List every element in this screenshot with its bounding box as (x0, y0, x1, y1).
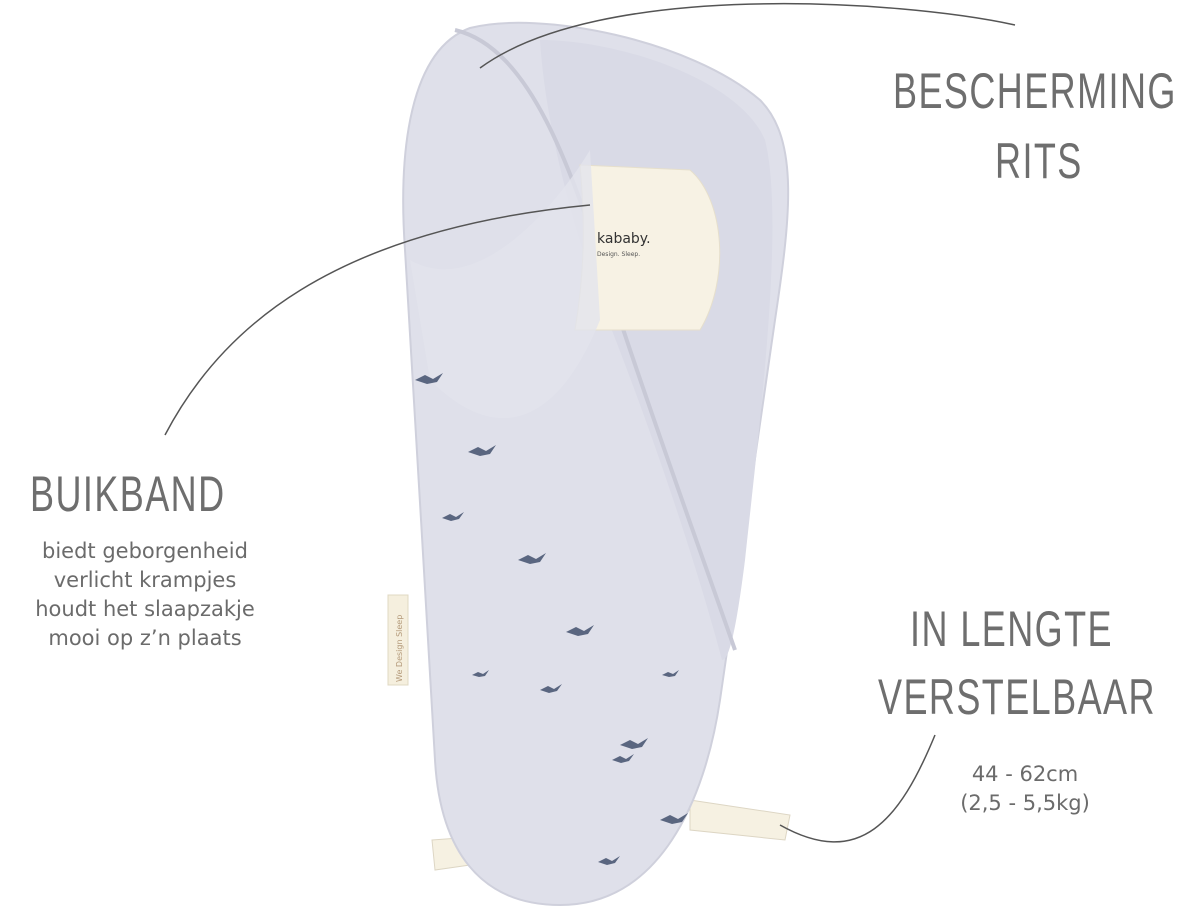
tag-text: We Design Sleep (395, 615, 404, 682)
buikband-line: verlicht krampjes (53, 568, 237, 592)
callout-line-rits (479, 2, 1016, 69)
weight-range: (2,5 - 5,5kg) (960, 791, 1090, 815)
buikband-line: houdt het slaapzakje (35, 597, 255, 621)
length-range: 44 - 62cm (971, 762, 1079, 786)
callout-line-buikband (164, 204, 591, 436)
verstelbaar-heading: VERSTELBAAR (878, 669, 1156, 725)
bird-prints (415, 373, 688, 865)
logo-text: kababy. (597, 231, 651, 247)
bescherming-heading: BESCHERMING (893, 63, 1177, 119)
in-lengte-heading: IN LENGTE (910, 601, 1114, 657)
wrap-flap (410, 150, 600, 419)
right-strap (689, 799, 791, 841)
buikband-description: biedt geborgenheid verlicht krampjes hou… (0, 537, 290, 653)
buikband-heading: BUIKBAND (30, 466, 226, 522)
callout-line-lengte (779, 734, 936, 843)
buikband-line: biedt geborgenheid (42, 539, 248, 563)
rits-heading: RITS (995, 133, 1083, 189)
buikband-line: mooi op z’n plaats (48, 626, 242, 650)
logo-tagline: Design. Sleep. (597, 251, 640, 258)
fabric-tag (387, 594, 409, 686)
size-range: 44 - 62cm (2,5 - 5,5kg) (930, 760, 1120, 818)
